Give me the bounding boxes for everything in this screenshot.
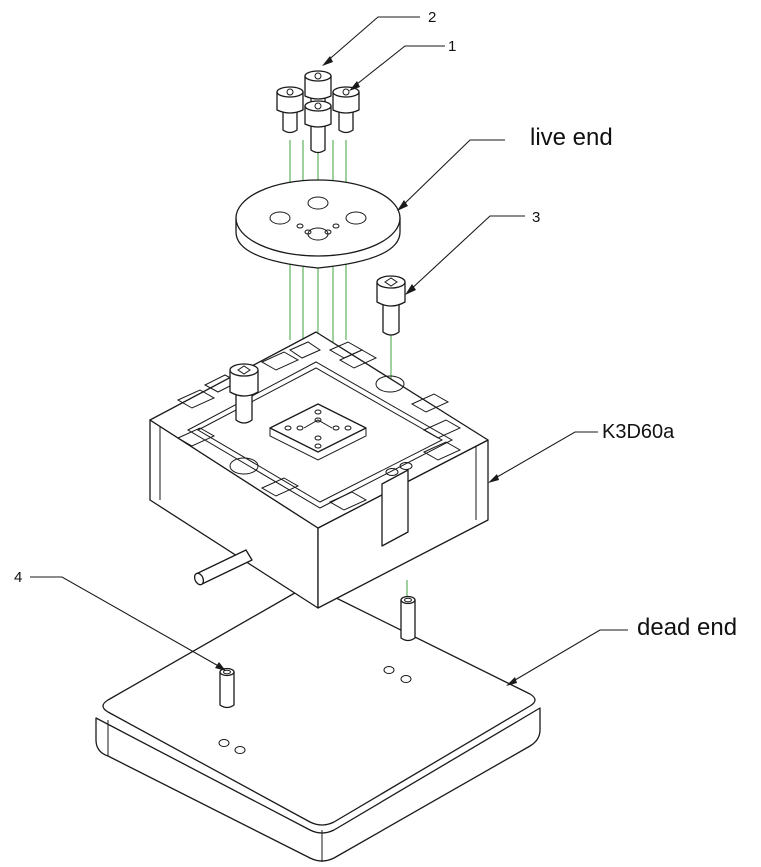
k3d60a-sensor-body bbox=[149, 331, 489, 609]
leader-item-2 bbox=[322, 16, 420, 66]
dowel-pin-right bbox=[400, 595, 416, 642]
dowel-pin-left bbox=[219, 667, 235, 709]
screw-item-3 bbox=[376, 275, 406, 336]
top-screw-right bbox=[332, 86, 360, 134]
leader-item-3 bbox=[405, 215, 525, 295]
leader-item-1 bbox=[349, 45, 445, 91]
top-screw-left bbox=[276, 86, 304, 134]
leader-dead-end bbox=[506, 629, 628, 686]
body-screw bbox=[229, 363, 259, 424]
callout-4: 4 bbox=[14, 569, 22, 586]
callout-1: 1 bbox=[448, 38, 456, 55]
live-end-flange bbox=[235, 179, 401, 269]
callout-2: 2 bbox=[428, 9, 436, 26]
label-dead-end: dead end bbox=[637, 614, 737, 641]
leader-sensor bbox=[488, 431, 598, 483]
callout-3: 3 bbox=[532, 209, 540, 226]
top-screw-front bbox=[304, 100, 332, 154]
leader-live-end bbox=[397, 139, 505, 211]
side-pin bbox=[193, 549, 253, 586]
label-sensor-model: K3D60a bbox=[602, 421, 675, 443]
label-live-end: live end bbox=[530, 124, 613, 151]
leader-item-4 bbox=[30, 576, 226, 671]
dead-end-base-plate bbox=[95, 586, 541, 862]
